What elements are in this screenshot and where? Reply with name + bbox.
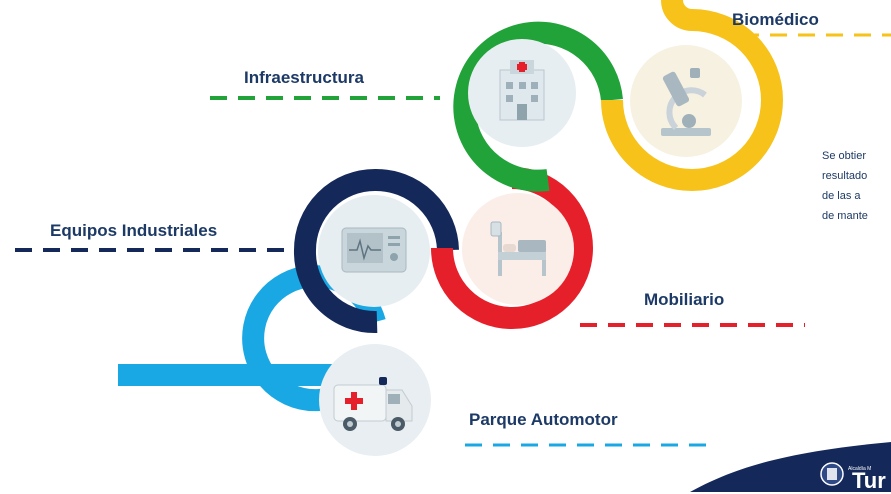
- label-mobiliario: Mobiliario: [644, 290, 725, 309]
- alcaldia-logo-emblem: [820, 462, 844, 486]
- side-paragraph: Se obtier resultado de las a de mante: [822, 146, 891, 226]
- biomedico-ring: [601, 0, 783, 191]
- side-line-4: de mante: [822, 210, 868, 222]
- side-line-2: resultado: [822, 170, 868, 182]
- side-line-3: de las a: [822, 190, 861, 202]
- label-parque-automotor: Parque Automotor: [469, 410, 618, 429]
- ambulance-icon: [333, 377, 413, 431]
- logo-big-text: Tur: [852, 468, 886, 493]
- mobiliario-ring: [431, 167, 594, 330]
- hospital-bed-icon: [490, 221, 546, 276]
- equipos-ring: [293, 168, 459, 334]
- label-biomedico: Biomédico: [732, 10, 819, 29]
- microscope-icon: [661, 68, 711, 136]
- hospital-building-icon: [499, 60, 545, 121]
- logo-small-text: Alcaldía M: [848, 466, 872, 472]
- side-line-1: Se obtier: [822, 150, 867, 162]
- label-equipos-industriales: Equipos Industriales: [50, 221, 218, 240]
- monitor-device-icon: [341, 227, 407, 273]
- label-infraestructura: Infraestructura: [244, 68, 364, 87]
